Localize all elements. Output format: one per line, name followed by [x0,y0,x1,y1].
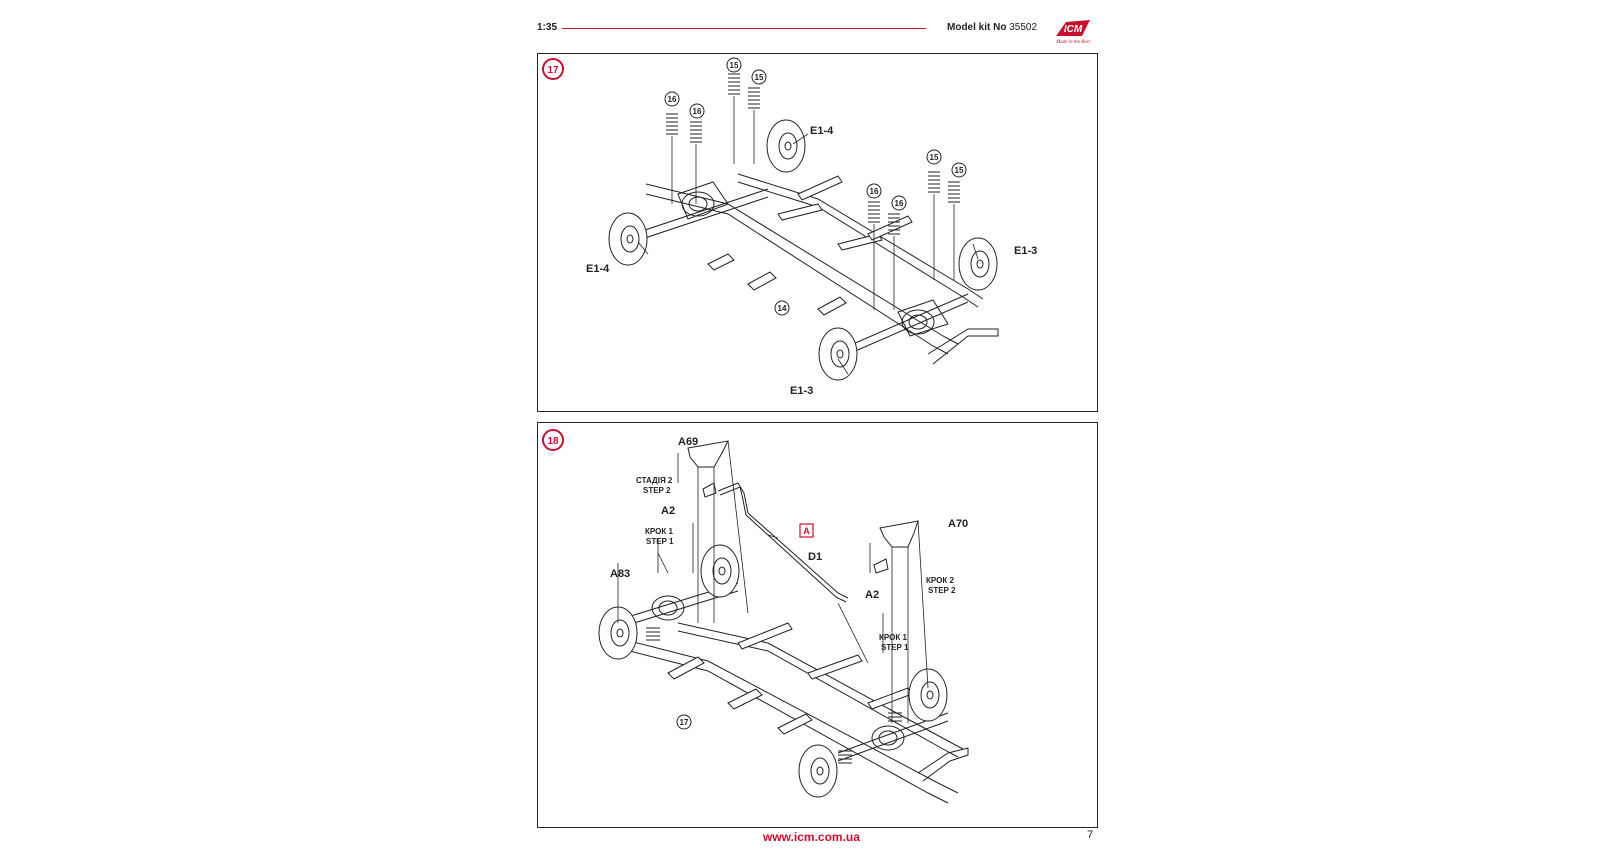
svg-text:A2: A2 [661,505,675,517]
svg-text:СТАДІЯ 2: СТАДІЯ 2 [636,476,673,485]
wheels-17 [608,119,998,381]
svg-text:16: 16 [668,95,677,104]
part-callouts-18: 17 [676,714,692,730]
svg-text:STEP 2: STEP 2 [643,486,671,495]
stabilizer-bar-18 [717,482,849,603]
svg-text:18: 18 [547,436,559,447]
springs-17 [666,73,960,235]
header-rule [562,28,926,29]
part-labels-17: E1-4 E1-4 E1-3 E1-3 [586,125,1037,397]
chassis-drawing-18 [607,582,969,804]
step-17-panel: 17 [537,53,1098,412]
svg-text:E1-4: E1-4 [810,125,834,137]
svg-text:15: 15 [930,153,939,162]
svg-text:16: 16 [870,187,879,196]
part-labels-18: A69 СТАДІЯ 2 STEP 2 A2 КРОК 1 STEP 1 A83… [610,436,968,652]
svg-text:17: 17 [547,65,559,76]
svg-text:A83: A83 [610,568,630,580]
svg-text:КРОК 1: КРОК 1 [645,527,673,536]
svg-text:15: 15 [955,166,964,175]
svg-text:E1-3: E1-3 [790,385,813,397]
svg-text:16: 16 [895,199,904,208]
website-link[interactable]: www.icm.com.ua [763,830,860,844]
svg-text:D1: D1 [808,551,822,563]
svg-text:A: A [803,526,810,536]
wheels-18 [598,544,948,798]
kit-number-label: Model kit No 35502 [947,22,1038,33]
part-callouts-17: 15 15 16 16 15 15 16 16 14 [664,57,967,316]
svg-text:A70: A70 [948,518,968,530]
svg-text:КРОК 2: КРОК 2 [926,576,954,585]
step-17-badge: 17 [542,58,564,80]
page-number: 7 [1087,829,1094,841]
svg-text:17: 17 [680,718,689,727]
svg-text:A2: A2 [865,589,879,601]
svg-text:15: 15 [755,73,764,82]
logo-tagline: Made in the Best [1055,40,1090,45]
svg-text:14: 14 [778,304,787,313]
ref-box-a: A [799,523,814,538]
scale-label: 1:35 [537,22,558,33]
step-18-panel: 18 [537,422,1098,828]
svg-text:15: 15 [730,61,739,70]
svg-text:E1-3: E1-3 [1014,245,1037,257]
svg-text:КРОК 1: КРОК 1 [879,633,907,642]
svg-text:STEP 1: STEP 1 [646,537,674,546]
svg-text:16: 16 [693,107,702,116]
svg-text:STEP 1: STEP 1 [881,643,909,652]
logo-text: ICM [1064,24,1083,35]
leader-lines-18 [617,440,929,723]
svg-text:E1-4: E1-4 [586,263,610,275]
chassis-drawing-17 [632,173,999,365]
icm-logo-icon: ICM Made in the Best [1052,16,1094,46]
svg-text:STEP 2: STEP 2 [928,586,956,595]
leader-lines-17 [637,96,979,375]
svg-text:A69: A69 [678,436,698,448]
suspension-arms-18 [687,440,919,574]
step-18-badge: 18 [542,429,564,451]
